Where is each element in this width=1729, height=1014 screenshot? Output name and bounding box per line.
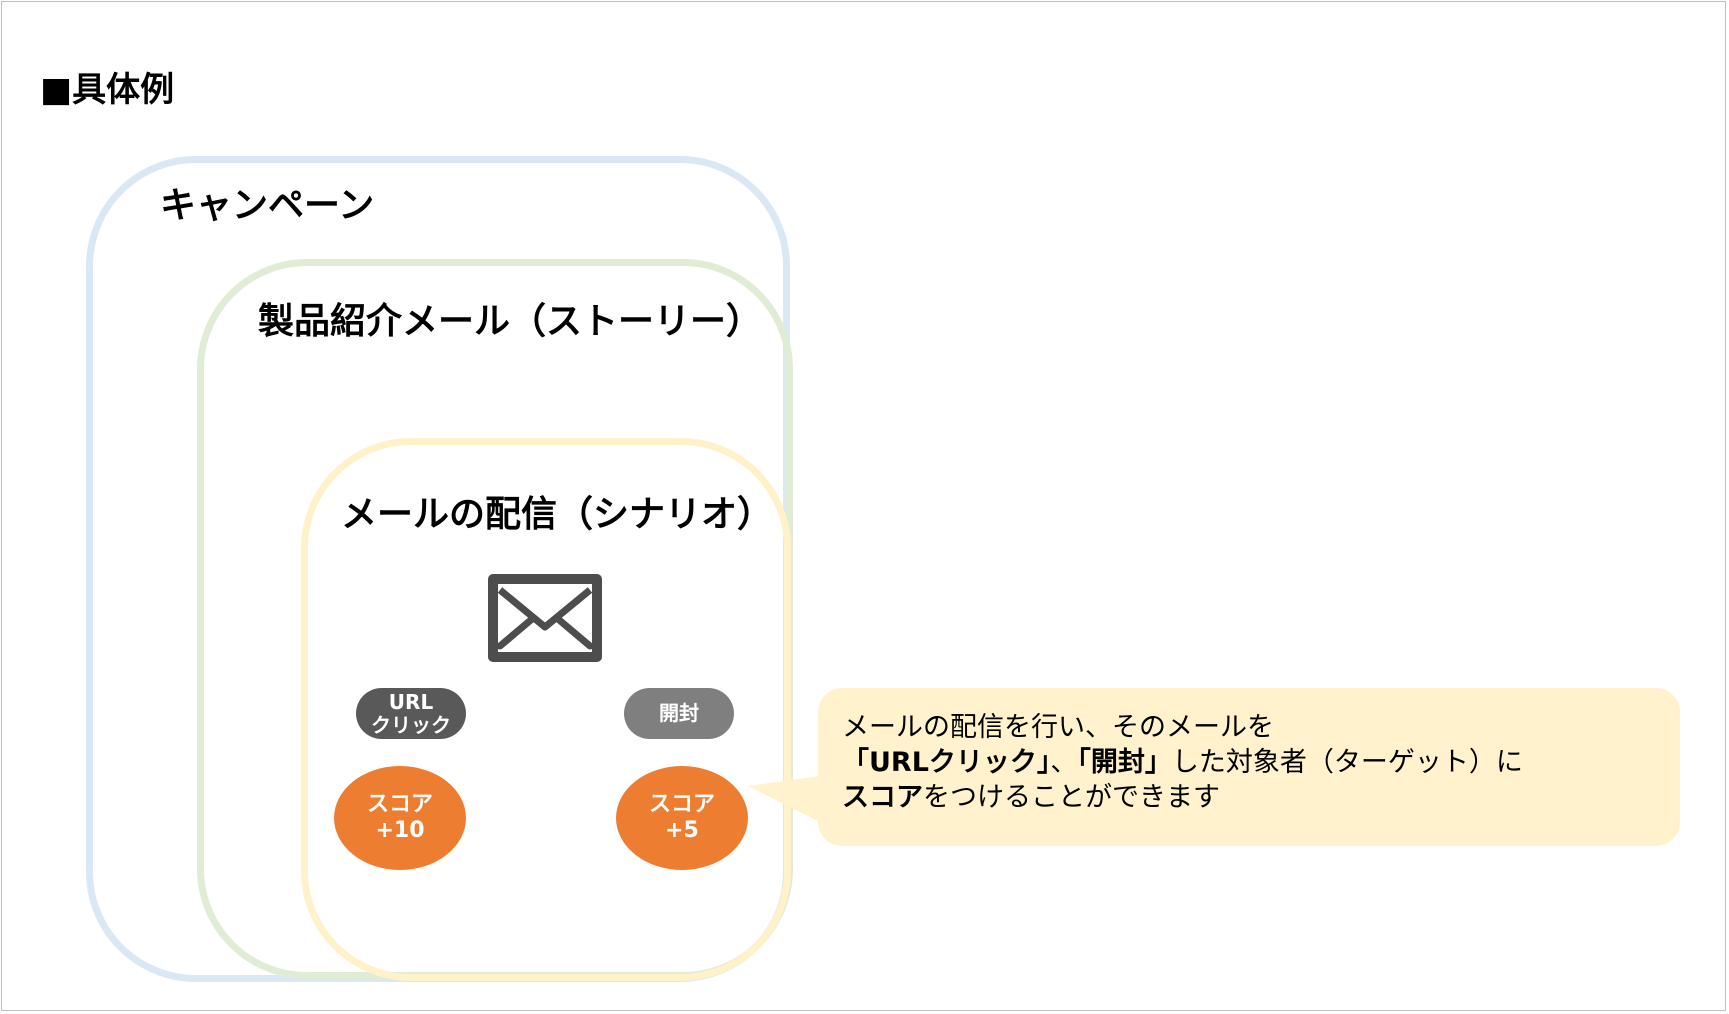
score-open-label: スコア <box>648 792 715 817</box>
url-click-line1: URL <box>388 689 434 714</box>
score-url-label: スコア <box>366 792 433 817</box>
callout-line-3: スコアをつけることができます <box>842 780 1656 815</box>
callout-comma: 、 <box>1050 747 1078 778</box>
open-label: 開封 <box>659 701 699 725</box>
callout-pointer <box>748 776 820 822</box>
callout-text-1: メールの配信を行い、そのメールを <box>842 712 1274 743</box>
callout-score: スコア <box>842 782 923 813</box>
score-url-value: +10 <box>375 818 425 843</box>
scenario-label: メールの配信（シナリオ） <box>341 494 774 535</box>
scenario-box <box>301 438 791 981</box>
callout-target-text: した対象者（ターゲット）に <box>1171 747 1523 778</box>
page-title: ■具体例 <box>40 70 175 110</box>
callout-open: 「開封」 <box>1077 747 1172 778</box>
url-click-badge: URL クリック <box>356 688 466 739</box>
score-open-value: +5 <box>665 818 699 843</box>
campaign-label: キャンペーン <box>160 185 375 226</box>
callout-score-text: をつけることができます <box>923 782 1220 813</box>
callout-line-2: 「URLクリック」、「開封」した対象者（ターゲット）に <box>842 745 1656 780</box>
callout-url-click: 「URLクリック」 <box>842 747 1051 778</box>
callout-box: メールの配信を行い、そのメールを 「URLクリック」、「開封」した対象者（ターゲ… <box>818 688 1680 846</box>
score-plus-5: スコア +5 <box>616 766 748 870</box>
url-click-line2: クリック <box>371 712 451 737</box>
envelope-icon <box>488 574 602 662</box>
story-label: 製品紹介メール（ストーリー） <box>258 301 763 342</box>
callout-line-1: メールの配信を行い、そのメールを <box>842 710 1656 745</box>
open-badge: 開封 <box>624 688 734 739</box>
score-plus-10: スコア +10 <box>334 766 466 870</box>
